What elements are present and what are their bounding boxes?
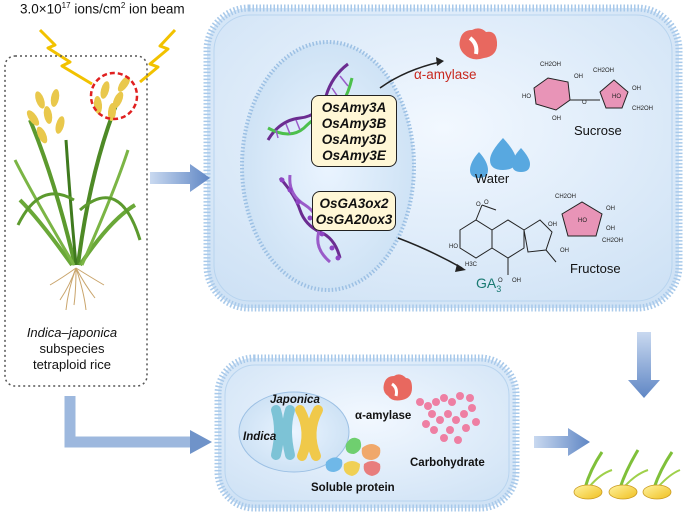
gene-label: OsAmy3D bbox=[321, 132, 387, 147]
svg-text:OH: OH bbox=[632, 86, 641, 92]
dna-helix-ga bbox=[278, 174, 342, 264]
svg-text:O: O bbox=[498, 278, 503, 284]
rice-label: Indica–japonica subspecies tetraploid ri… bbox=[12, 325, 132, 373]
svg-text:OH: OH bbox=[560, 248, 569, 254]
svg-text:OH: OH bbox=[548, 222, 557, 228]
sucrose-label: Sucrose bbox=[574, 123, 622, 138]
fructose-structure: CH2OH OH HO OH CH2OH OH bbox=[555, 194, 623, 254]
gene-label: OsAmy3B bbox=[321, 116, 387, 131]
water-label: Water bbox=[475, 171, 510, 186]
indica-label: Indica bbox=[243, 431, 277, 443]
alpha-amylase-enzyme-icon bbox=[459, 28, 498, 60]
ga-gene-box: OsGA3ox2 OsGA20ox3 bbox=[312, 191, 396, 231]
rice-label-line3: tetraploid rice bbox=[32, 357, 112, 372]
svg-text:H3C: H3C bbox=[465, 262, 478, 268]
svg-text:O: O bbox=[582, 100, 587, 106]
arrow-bottom-cell-to-seedlings bbox=[534, 428, 590, 456]
soluble-protein-label: Soluble protein bbox=[311, 482, 395, 494]
svg-text:CH2OH: CH2OH bbox=[593, 68, 614, 74]
svg-text:O: O bbox=[476, 202, 481, 208]
gene-label: OsGA20ox3 bbox=[315, 212, 393, 227]
svg-text:OH: OH bbox=[606, 226, 615, 232]
fructose-label: Fructose bbox=[570, 261, 621, 276]
soluble-protein-blobs bbox=[325, 437, 381, 476]
arrow-to-ga3-head bbox=[455, 264, 466, 272]
sucrose-structure: CH2OH OH HO O CH2OH OH HO CH2OH OH bbox=[522, 62, 653, 122]
rice-plant-illustration bbox=[13, 76, 142, 311]
rice-label-line2: subspecies bbox=[39, 341, 105, 356]
arrow-cell-to-seedlings bbox=[628, 332, 660, 398]
ga3-label: GA3 bbox=[476, 275, 502, 294]
carbohydrate-cluster bbox=[416, 392, 480, 444]
gene-label: OsAmy3E bbox=[322, 148, 386, 163]
japonica-label: Japonica bbox=[270, 394, 320, 406]
svg-text:HO: HO bbox=[612, 94, 621, 100]
svg-text:HO: HO bbox=[522, 94, 531, 100]
carbohydrate-label: Carbohydrate bbox=[410, 457, 485, 469]
gene-label: OsGA3ox2 bbox=[319, 196, 389, 211]
ga3-structure: O O HO H3C O OH OH bbox=[449, 200, 557, 284]
seedlings bbox=[573, 449, 681, 500]
rice-plant-box bbox=[4, 55, 148, 387]
arrow-plant-to-bottom-cell-head bbox=[190, 430, 212, 454]
arrow-plant-to-bottom-cell bbox=[64, 396, 190, 448]
alpha-amylase-enzyme-icon-bottom bbox=[383, 374, 412, 401]
arrow-to-ga3 bbox=[397, 237, 463, 269]
arrow-plant-to-cell bbox=[150, 164, 210, 192]
water-droplets bbox=[470, 138, 530, 178]
chromosomes bbox=[271, 405, 323, 461]
svg-text:CH2OH: CH2OH bbox=[555, 194, 576, 200]
svg-text:OH: OH bbox=[606, 206, 615, 212]
ion-beam-label: 3.0×1017 ions/cm2 ion beam bbox=[20, 1, 185, 17]
svg-text:CH2OH: CH2OH bbox=[540, 62, 561, 68]
svg-text:HO: HO bbox=[449, 244, 458, 250]
alpha-amylase-label-top: α-amylase bbox=[414, 67, 477, 82]
amylase-gene-box: OsAmy3A OsAmy3B OsAmy3D OsAmy3E bbox=[311, 95, 397, 167]
svg-text:CH2OH: CH2OH bbox=[632, 106, 653, 112]
panicle-highlight-circle bbox=[89, 71, 139, 121]
svg-text:OH: OH bbox=[574, 74, 583, 80]
svg-text:HO: HO bbox=[578, 218, 587, 224]
ion-beam-bolts bbox=[38, 28, 177, 86]
rice-label-italic: Indica–japonica bbox=[26, 325, 118, 340]
gene-label: OsAmy3A bbox=[321, 100, 387, 115]
arrow-to-amylase-head bbox=[436, 57, 444, 66]
svg-text:OH: OH bbox=[552, 116, 561, 122]
svg-text:OH: OH bbox=[512, 278, 521, 284]
svg-text:CH2OH: CH2OH bbox=[602, 238, 623, 244]
alpha-amylase-label-bottom: α-amylase bbox=[355, 410, 412, 422]
arrow-to-amylase bbox=[379, 61, 441, 89]
svg-text:O: O bbox=[484, 200, 489, 206]
